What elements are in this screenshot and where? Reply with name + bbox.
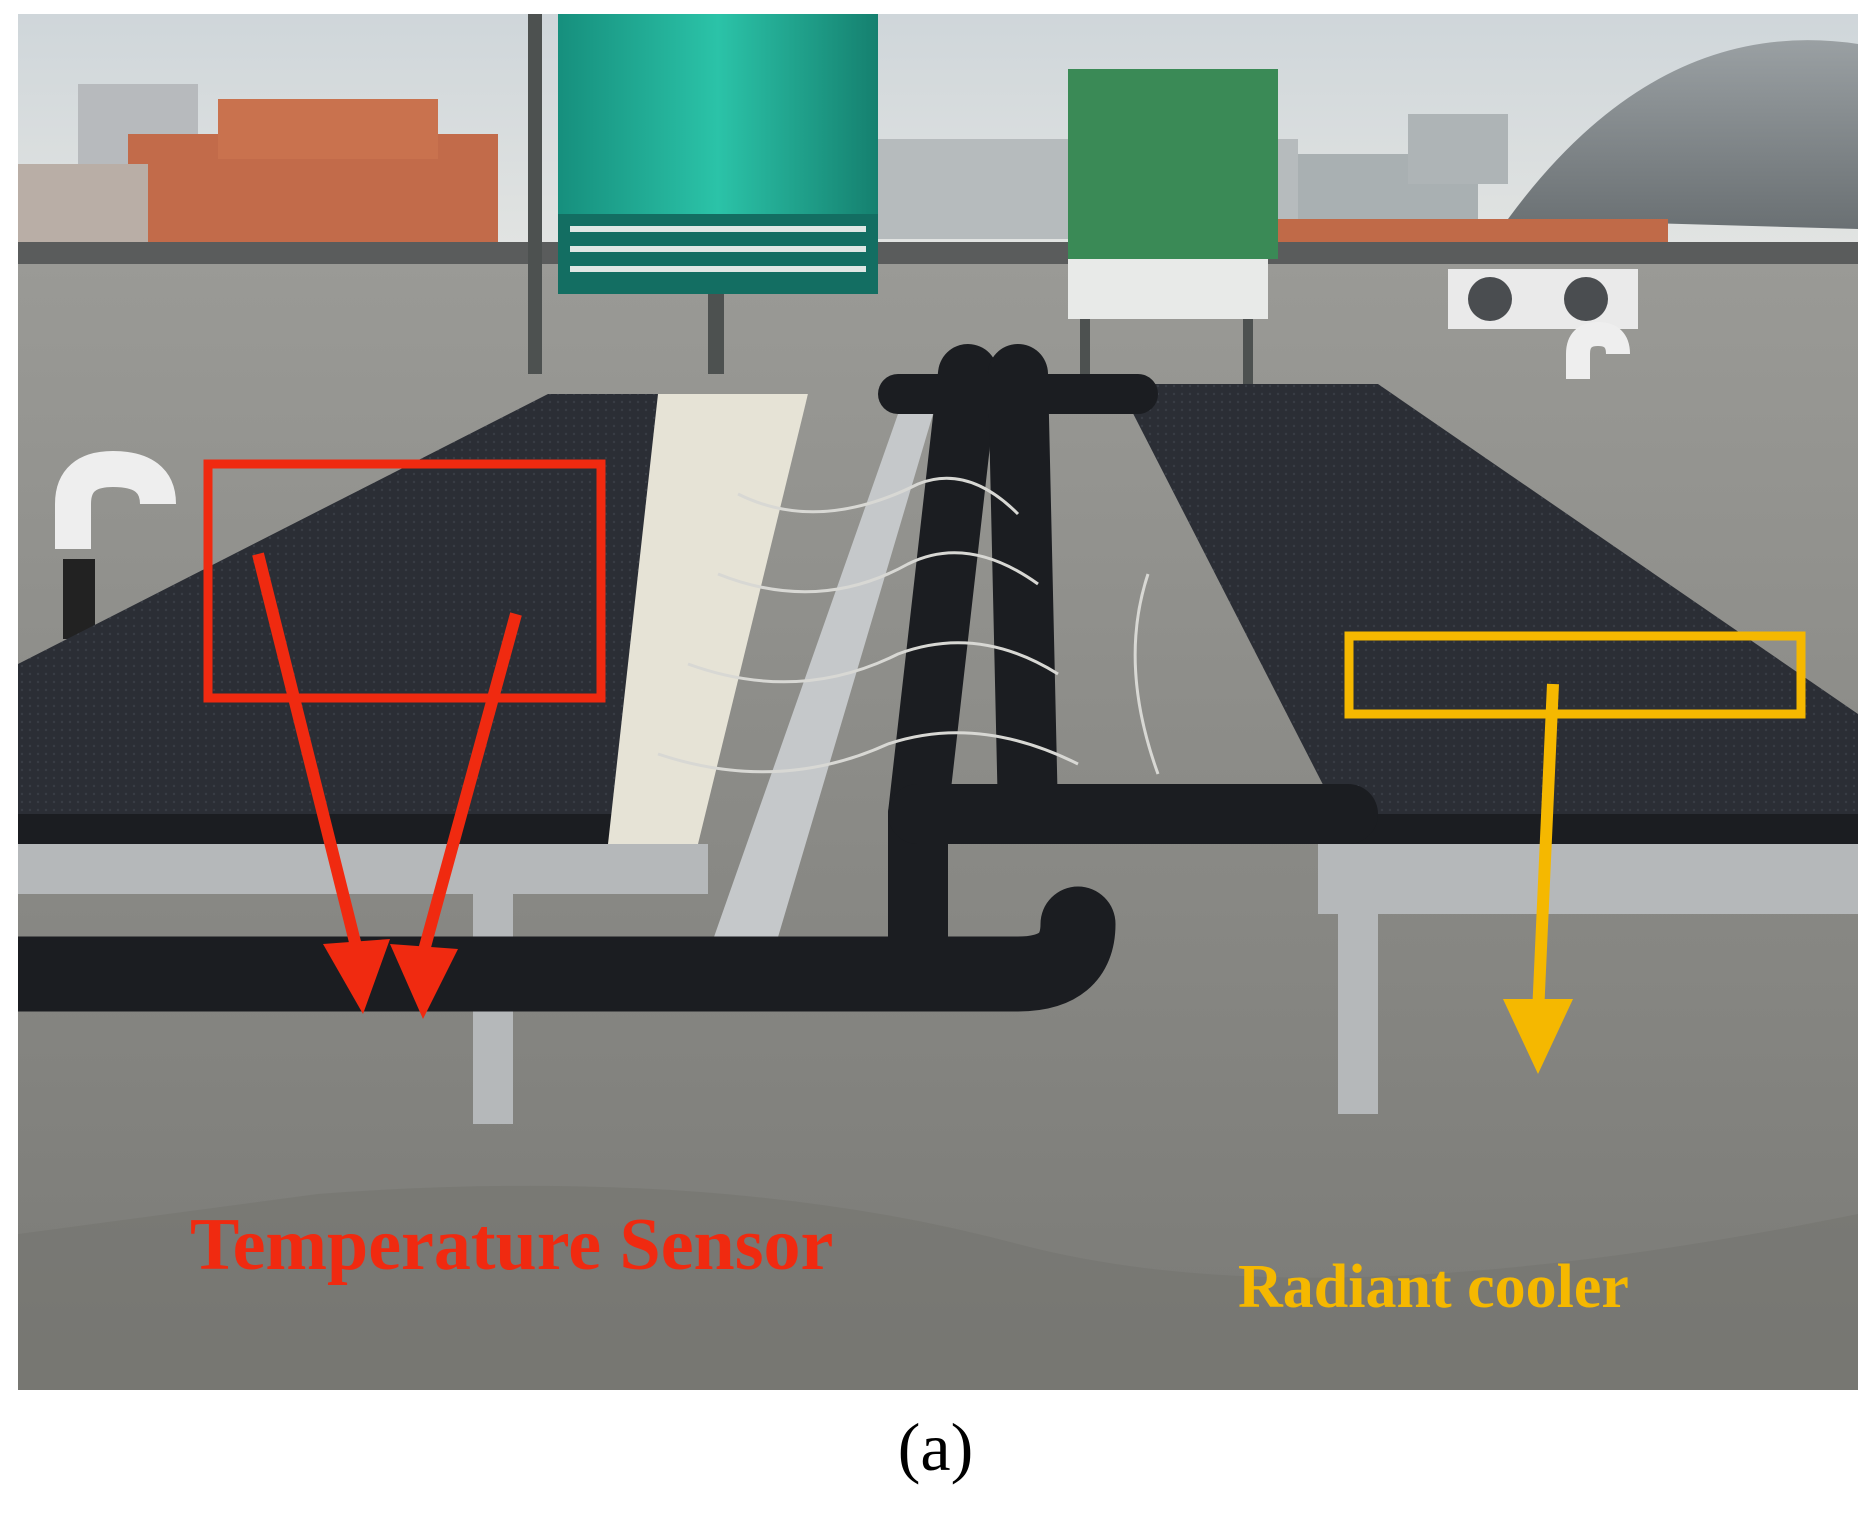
centre-rail [708, 414, 933, 954]
sensor-cables [657, 476, 1160, 775]
temperature-sensor-highlight [203, 459, 606, 1019]
cooling-tower [528, 14, 878, 374]
rooftop-photo [18, 14, 1858, 1390]
right-radiant-panel [1118, 384, 1858, 1114]
electrical-cabinet [1068, 69, 1278, 389]
left-radiant-panel [18, 394, 808, 1124]
temperature-sensor-label: Temperature Sensor [190, 1204, 834, 1286]
ac-units [1448, 269, 1638, 329]
insulated-pipes [18, 344, 1378, 1012]
vent-pipes [55, 321, 1630, 639]
radiant-cooler-label: Radiant cooler [1238, 1253, 1629, 1321]
radiant-cooler-highlight [1344, 631, 1806, 1074]
background-skyline [18, 14, 1858, 269]
figure-caption: (a) [897, 1409, 974, 1485]
